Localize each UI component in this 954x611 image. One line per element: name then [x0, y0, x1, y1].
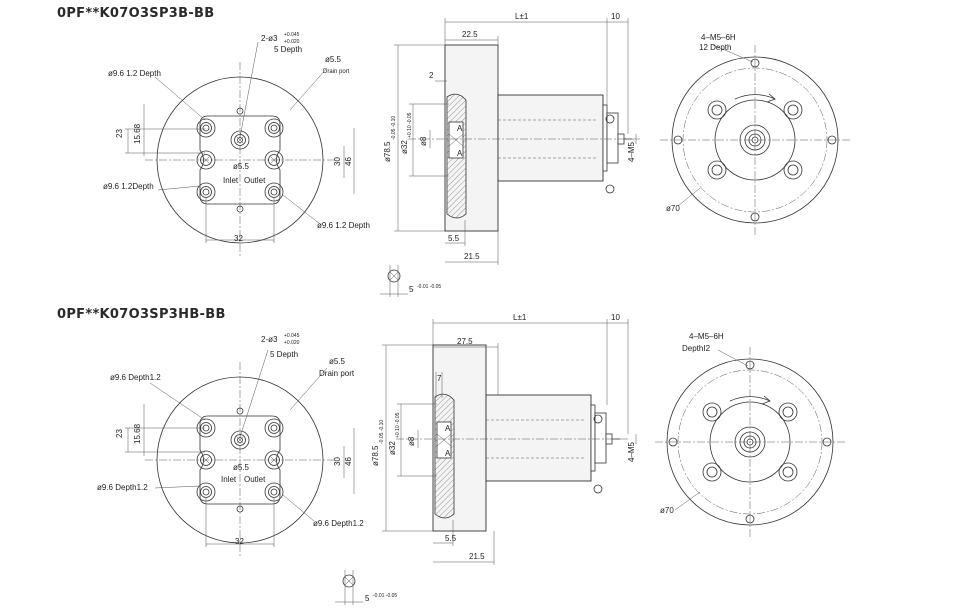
drain-port-label: Drain port: [323, 69, 350, 75]
dim-5-5: 5.5: [448, 234, 460, 243]
outlet-label: Outlet: [244, 475, 266, 484]
outlet-label: Outlet: [244, 176, 266, 185]
dim-1568: 15.68: [133, 123, 142, 144]
dia-78-5: ø78.5: [383, 141, 392, 162]
side-dims-bottom: [382, 319, 637, 565]
dim-10: 10: [611, 313, 620, 322]
dim-L: L±1: [513, 313, 527, 322]
dia-70-label: ø70: [666, 204, 680, 213]
center-dia: ø5.5: [233, 162, 250, 171]
m5-side-label: 4–M5: [627, 441, 636, 462]
side-view-top: [407, 44, 641, 232]
dim-46: 46: [344, 157, 353, 166]
key-tol: -0.01 -0.05: [417, 284, 441, 290]
dim-5-5: 5.5: [445, 534, 457, 543]
m5-top-label: 4–M5–6H: [701, 33, 736, 42]
pin-depth-label: 5 Depth: [274, 45, 302, 54]
dim-32: 32: [235, 537, 244, 546]
dia-32-tol: +0.10 -0.05: [407, 112, 413, 138]
dim-21-5: 21.5: [469, 552, 485, 561]
section-a-upper: A: [457, 124, 463, 133]
dia-32: ø32: [388, 441, 397, 455]
dia-8: ø8: [407, 436, 416, 446]
drawing-title-bottom: 0PF**K07O3SP3HB-BB: [57, 307, 226, 322]
dim-30: 30: [333, 457, 342, 466]
dia-70-label: ø70: [660, 506, 674, 515]
dim-7: 7: [437, 374, 442, 383]
key-detail-top: [380, 265, 408, 297]
port-br-label: ø9.6 1.2 Depth: [317, 221, 370, 230]
dim-32: 32: [234, 234, 243, 243]
side-dims-top: [394, 18, 637, 265]
dia-78-5-tol: -0.05 -0.10: [391, 116, 397, 140]
port-bl-label: ø9.6 1.2Depth: [103, 182, 154, 191]
rear-dims-bottom: [674, 349, 749, 511]
dim-21-5: 21.5: [464, 252, 480, 261]
dim-23: 23: [115, 129, 124, 138]
rear-view-bottom: [654, 346, 846, 538]
drain-port-label: Drain port: [319, 369, 355, 378]
dim-23: 23: [115, 429, 124, 438]
pin-tol-lower: +0.020: [284, 39, 300, 45]
pin-depth-label: 5 Depth: [270, 350, 298, 359]
pin-tol-lower: +0.020: [284, 340, 300, 346]
side-view-bottom: [395, 344, 629, 532]
dia-32-tol: +0.10 -0.05: [395, 412, 401, 438]
center-dia: ø5.5: [233, 463, 250, 472]
rear-dims-top: [677, 44, 754, 207]
key-tol: -0.01 -0.05: [373, 593, 397, 599]
m5-depth-label: DepthI2: [682, 344, 711, 353]
m5-side-label: 4–M5: [627, 141, 636, 162]
section-a-lower: A: [445, 449, 451, 458]
section-a-lower: A: [457, 149, 463, 158]
key-width: 5: [409, 285, 414, 294]
port-tl-label: ø9.6 Depth1.2: [110, 373, 161, 382]
pin-tol-upper: +0.045: [284, 32, 300, 38]
dia-78-5-tol: -0.05 -0.10: [379, 420, 385, 444]
m5-depth-label: 12 Depth: [699, 43, 731, 52]
port-br-label: ø9.6 Depth1.2: [313, 519, 364, 528]
pin-hole-label: 2-ø3: [261, 335, 278, 344]
m5-top-label: 4–M5–6H: [689, 332, 724, 341]
dim-22-5: 22.5: [462, 30, 478, 39]
dia-8: ø8: [419, 136, 428, 146]
dim-30: 30: [333, 157, 342, 166]
inlet-label: Inlet: [221, 475, 237, 484]
dia-32: ø32: [400, 140, 409, 154]
drain-dia-label: ø5.5: [329, 357, 346, 366]
dim-27-5: 27.5: [457, 337, 473, 346]
pin-hole-label: 2-ø3: [261, 34, 278, 43]
key-width: 5: [365, 594, 370, 603]
dim-10: 10: [611, 12, 620, 21]
pin-tol-upper: +0.045: [284, 333, 300, 339]
dim-2: 2: [429, 71, 434, 80]
drawing-title-top: 0PF**K07O3SP3B-BB: [57, 6, 215, 21]
port-tl-label: ø9.6 1.2 Depth: [108, 69, 161, 78]
port-bl-label: ø9.6 Depth1.2: [97, 483, 148, 492]
section-a-upper: A: [445, 424, 451, 433]
inlet-label: Inlet: [223, 176, 239, 185]
dia-78-5: ø78.5: [371, 445, 380, 466]
dim-46: 46: [344, 457, 353, 466]
front-dims-bottom: [125, 349, 355, 547]
dim-L: L±1: [515, 12, 529, 21]
dim-1568: 15.68: [133, 423, 142, 444]
front-dims-top: [125, 41, 355, 243]
rear-view-top: [659, 44, 851, 236]
key-detail-bottom: [335, 570, 363, 605]
drain-dia-label: ø5.5: [325, 55, 342, 64]
